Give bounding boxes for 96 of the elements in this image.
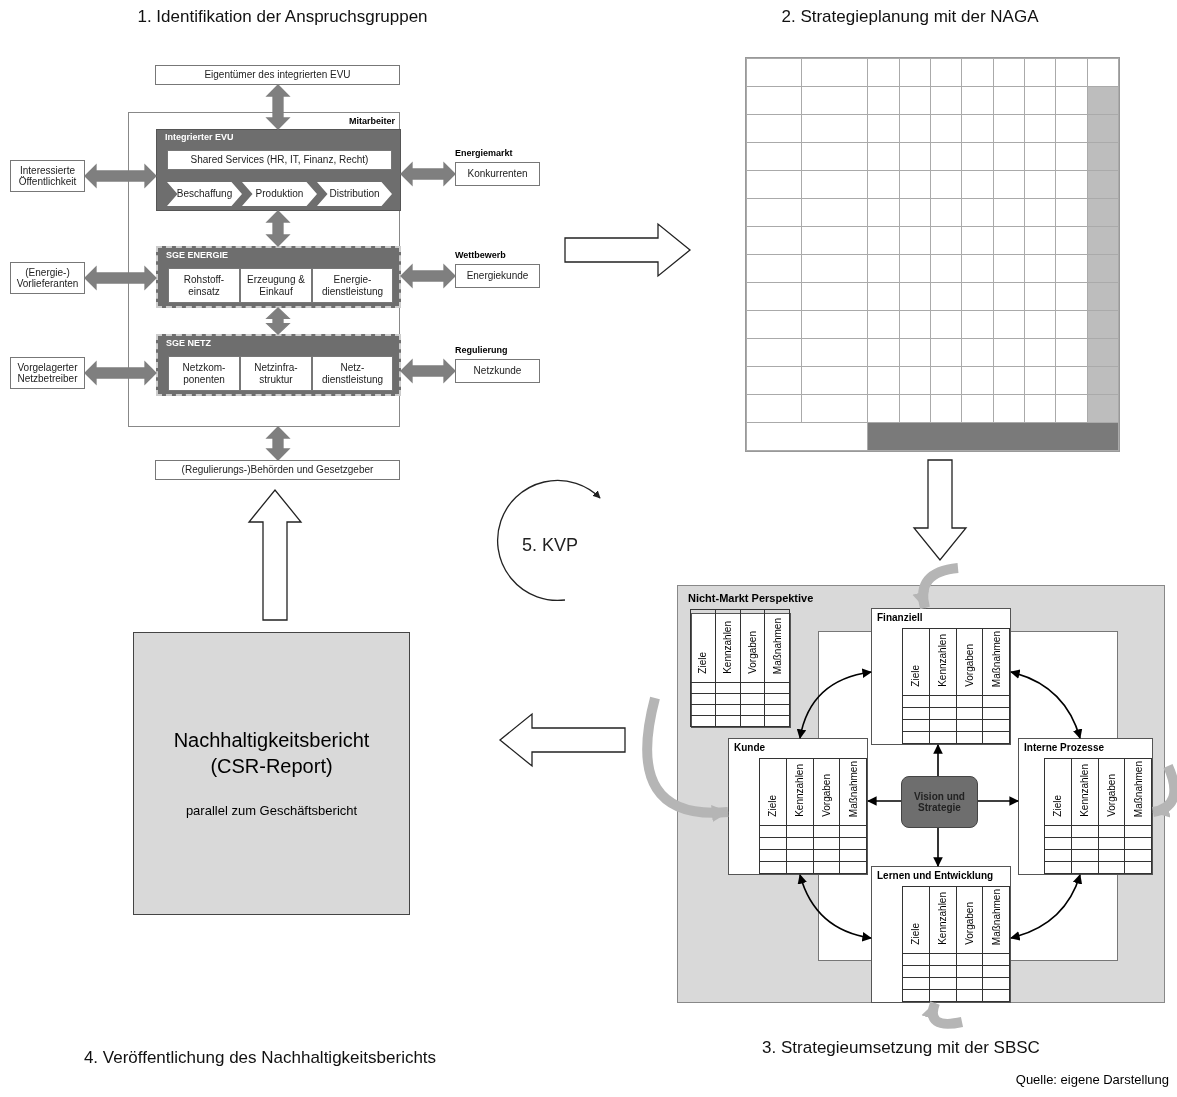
column-header: Ziele bbox=[910, 923, 922, 945]
stakeholder-box: Eigentümer des integrierten EVU bbox=[155, 65, 400, 85]
column-header: Vorgaben bbox=[820, 774, 832, 817]
column-header: Ziele bbox=[697, 652, 709, 674]
table-title: Kunde bbox=[734, 742, 766, 753]
stakeholder-box: (Regulierungs-)Behörden und Gesetzgeber bbox=[155, 460, 400, 480]
column-header: Kennzahlen bbox=[722, 621, 734, 674]
block-arrow bbox=[84, 360, 157, 386]
stakeholder-box: Netzkunde bbox=[455, 359, 540, 383]
process-box: Netzkom- ponenten bbox=[168, 356, 240, 391]
block-arrow bbox=[564, 222, 692, 278]
column-header: Maßnahmen bbox=[990, 630, 1002, 687]
block-arrow bbox=[84, 163, 157, 189]
report-title: Nachhaltigkeitsbericht (CSR-Report) bbox=[172, 728, 371, 780]
process-step: Beschaffung bbox=[167, 182, 242, 206]
column-header: Kennzahlen bbox=[794, 764, 806, 817]
block-arrow bbox=[498, 712, 626, 768]
block-arrow bbox=[265, 426, 291, 461]
block-arrow bbox=[400, 263, 456, 289]
cycle-label: 5. KVP bbox=[510, 528, 590, 562]
process-step: Distribution bbox=[317, 182, 392, 206]
business-unit-block bbox=[156, 334, 401, 396]
group-label: Regulierung bbox=[455, 345, 508, 355]
stakeholder-box: (Energie-) Vorlieferanten bbox=[10, 262, 85, 294]
curved-arrow bbox=[913, 563, 959, 610]
process-step: Produktion bbox=[242, 182, 317, 206]
curved-arrow bbox=[1010, 874, 1082, 941]
column-header: Kennzahlen bbox=[937, 892, 949, 945]
group-label: Mitarbeiter bbox=[349, 116, 395, 126]
block-arrow bbox=[265, 210, 291, 247]
column-header: Ziele bbox=[767, 795, 779, 817]
block-arrow bbox=[247, 488, 303, 621]
panel-title: 4. Veröffentlichung des Nachhaltigkeitsberichts bbox=[82, 1048, 438, 1068]
panel-title: 2. Strategieplanung mit der NAGA bbox=[780, 7, 1040, 27]
column-header: Maßnahmen bbox=[771, 617, 783, 674]
curved-arrow bbox=[1151, 764, 1177, 817]
column-header: Vorgaben bbox=[1105, 774, 1117, 817]
company-block bbox=[156, 129, 401, 211]
group-label: Wettbewerb bbox=[455, 250, 506, 260]
process-box: Rohstoff- einsatz bbox=[168, 268, 240, 303]
block-arrow bbox=[84, 265, 157, 291]
planning-table-drawing bbox=[745, 57, 1120, 452]
group-label: Nicht-Markt Perspektive bbox=[688, 592, 814, 604]
panel-title: 1. Identifikation der Anspruchsgruppen bbox=[136, 7, 429, 27]
column-header: Ziele bbox=[1052, 795, 1064, 817]
table-title: Interne Prozesse bbox=[1024, 742, 1105, 753]
column-header: Vorgaben bbox=[746, 631, 758, 674]
perspective-frame bbox=[677, 585, 1165, 1003]
stakeholder-box: Interessierte Öffentlichkeit bbox=[10, 160, 85, 192]
curved-arrow bbox=[922, 1001, 963, 1029]
column-header: Ziele bbox=[910, 665, 922, 687]
process-box: Erzeugung & Einkauf bbox=[240, 268, 312, 303]
process-box: Netzinfra- struktur bbox=[240, 356, 312, 391]
source-note: Quelle: eigene Darstellung bbox=[1015, 1072, 1169, 1087]
panel-title: 3. Strategieumsetzung mit der SBSC bbox=[761, 1038, 1041, 1058]
column-header: Maßnahmen bbox=[990, 888, 1002, 945]
block-arrow bbox=[400, 358, 456, 384]
employee-frame bbox=[128, 112, 400, 427]
arrow bbox=[933, 744, 943, 777]
curved-arrow bbox=[1010, 669, 1082, 739]
table-title: Finanziell bbox=[877, 612, 923, 623]
group-label: SGE NETZ bbox=[166, 338, 211, 348]
stakeholder-box: Konkurrenten bbox=[455, 162, 540, 186]
group-label: SGE ENERGIE bbox=[166, 250, 228, 260]
stakeholder-box: Energiekunde bbox=[455, 264, 540, 288]
scorecard-table bbox=[728, 738, 868, 875]
curved-arrow bbox=[797, 668, 872, 739]
process-box: Energie- dienstleistung bbox=[312, 268, 393, 303]
scorecard-table bbox=[871, 866, 1011, 1003]
column-header: Maßnahmen bbox=[847, 760, 859, 817]
column-header: Vorgaben bbox=[963, 644, 975, 687]
arrow bbox=[933, 827, 943, 867]
column-header: Maßnahmen bbox=[1132, 760, 1144, 817]
table-title: Lernen und Entwicklung bbox=[877, 870, 994, 881]
scorecard-table bbox=[871, 608, 1011, 745]
curved-arrow bbox=[642, 696, 729, 822]
report-box bbox=[133, 632, 410, 915]
block-arrow bbox=[400, 161, 456, 187]
block-arrow bbox=[265, 307, 291, 335]
curved-arrow bbox=[798, 874, 872, 942]
block-arrow bbox=[265, 84, 291, 130]
scorecard-table bbox=[1018, 738, 1153, 875]
group-label: Integrierter EVU bbox=[165, 132, 234, 142]
arrow bbox=[977, 796, 1019, 806]
report-subtitle: parallel zum Geschäftsbericht bbox=[185, 803, 358, 820]
column-header: Kennzahlen bbox=[937, 634, 949, 687]
vision-box: Vision und Strategie bbox=[901, 776, 978, 828]
column-header: Kennzahlen bbox=[1079, 764, 1091, 817]
stakeholder-box: Vorgelagerter Netzbetreiber bbox=[10, 357, 85, 389]
group-label: Energiemarkt bbox=[455, 148, 513, 158]
column-header: Vorgaben bbox=[963, 902, 975, 945]
process-box: Netz- dienstleistung bbox=[312, 356, 393, 391]
business-unit-block bbox=[156, 246, 401, 308]
block-arrow bbox=[912, 459, 968, 562]
service-box: Shared Services (HR, IT, Finanz, Recht) bbox=[167, 150, 392, 170]
arrow bbox=[867, 796, 902, 806]
